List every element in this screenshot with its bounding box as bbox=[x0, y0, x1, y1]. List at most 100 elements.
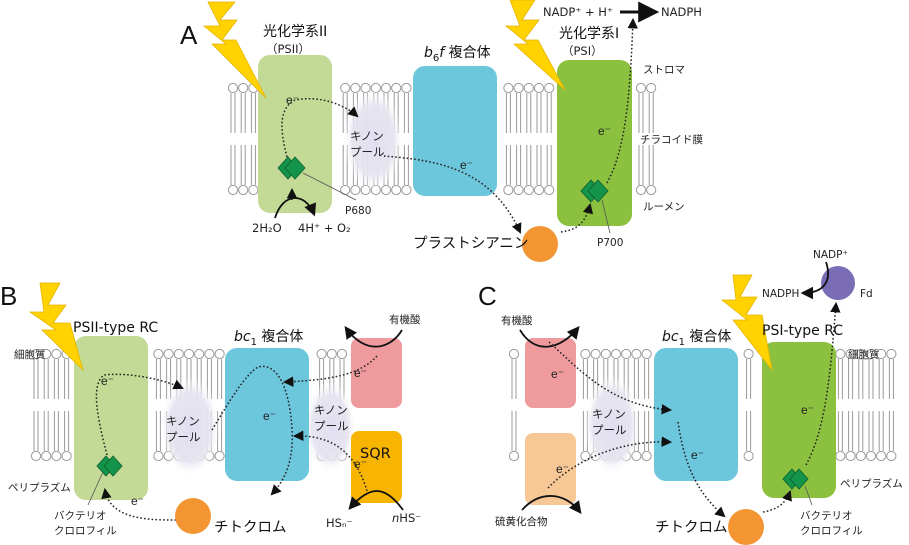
quinone-pool-label: プール bbox=[592, 423, 627, 437]
electron-label: e⁻ bbox=[354, 457, 367, 471]
nadp-reaction-label: NADP⁺ + H⁺ bbox=[543, 5, 613, 19]
psi-subtitle: （PSI） bbox=[562, 44, 603, 58]
p700-leader-line bbox=[601, 199, 611, 234]
electron-path bbox=[281, 97, 359, 169]
lipid bbox=[835, 348, 846, 462]
electron-path bbox=[95, 373, 184, 456]
sulfide-label: nHS⁻ bbox=[392, 511, 421, 525]
electron-label: e⁻ bbox=[556, 462, 569, 476]
p700-label: P700 bbox=[597, 237, 623, 249]
lipid bbox=[61, 348, 72, 462]
sulfur-compound-arrow bbox=[521, 495, 582, 515]
quinone-pool-label: プール bbox=[350, 145, 385, 159]
lightning-bolt-icon bbox=[202, 1, 267, 99]
p680-chlorophyll-icon bbox=[277, 156, 306, 180]
electron-path bbox=[548, 341, 673, 415]
organic-acid-enzyme bbox=[351, 338, 402, 408]
lipid bbox=[646, 82, 657, 196]
ferredoxin-label: Fd bbox=[860, 288, 873, 300]
electron-path bbox=[282, 355, 378, 387]
bacteriochlorophyll-icon bbox=[96, 455, 123, 477]
electron-path bbox=[101, 487, 177, 521]
bc1-complex bbox=[654, 348, 738, 481]
lipid bbox=[845, 348, 856, 462]
lightning-bolt-icon bbox=[504, 0, 566, 91]
psii-type-rc bbox=[74, 336, 148, 500]
sqr-label: SQR bbox=[360, 446, 391, 462]
stroma-label: ストロマ bbox=[643, 64, 685, 76]
cytochrome-label: チトクロム bbox=[655, 519, 728, 536]
psi-title: 光化学系I bbox=[559, 26, 619, 42]
nadp-label: NADP⁺ bbox=[813, 249, 848, 261]
quinone-pool bbox=[160, 377, 220, 477]
sulfide-oxidation-arrow bbox=[348, 490, 404, 511]
nadp-reduction-arrow bbox=[800, 261, 829, 300]
electron-path bbox=[560, 202, 594, 233]
organic-acid-arrow bbox=[519, 326, 580, 348]
panel-letter-c: C bbox=[478, 281, 497, 311]
electron-label: e⁻ bbox=[101, 374, 114, 388]
electron-path bbox=[805, 301, 841, 466]
electron-label: e⁻ bbox=[286, 93, 299, 107]
electron-label: e⁻ bbox=[263, 409, 276, 423]
lipid bbox=[544, 82, 555, 196]
psii-subtitle: （PSII） bbox=[266, 42, 310, 56]
quinone-pool-label: プール bbox=[314, 419, 349, 433]
electron-label: e⁻ bbox=[691, 448, 704, 462]
b6f-title: b6f 複合体 bbox=[424, 44, 491, 64]
plastocyanin-label: プラストシアニン bbox=[413, 235, 528, 252]
ferredoxin bbox=[821, 266, 855, 300]
electron-path bbox=[292, 430, 368, 492]
lightning-bolt-icon bbox=[720, 274, 773, 371]
cytoplasm-label: 細胞質 bbox=[848, 348, 880, 361]
quinone-pool bbox=[584, 375, 640, 475]
lipid bbox=[743, 348, 754, 462]
psi-type-rc bbox=[762, 342, 836, 498]
water-label: 2H₂O bbox=[252, 221, 282, 235]
quinone-pool-label: キノン bbox=[166, 414, 200, 428]
lipid bbox=[641, 348, 652, 462]
periplasm-label: ペリプラズム bbox=[8, 481, 71, 494]
bchl-leader-line bbox=[87, 471, 104, 506]
lipid bbox=[503, 82, 514, 196]
p680-leader-line bbox=[302, 172, 357, 201]
lipid bbox=[508, 348, 520, 462]
panel-a: A キノン プール 光化学系II （PSII） b6f 複合体 光化学系I （P… bbox=[180, 0, 703, 262]
lipid bbox=[876, 348, 887, 462]
bchl-label: クロロフィル bbox=[54, 525, 117, 537]
periplasm-label: ペリプラズム bbox=[840, 477, 903, 490]
lumen-label: ルーメン bbox=[643, 201, 685, 213]
bacteriochlorophyll-icon bbox=[782, 468, 809, 490]
lightning-bolt-icon bbox=[28, 282, 84, 372]
bc1-title: bc1 複合体 bbox=[234, 328, 303, 348]
cytochrome bbox=[175, 498, 211, 534]
thylakoid-membrane bbox=[227, 82, 657, 196]
lipid bbox=[523, 82, 534, 196]
electron-label: e⁻ bbox=[131, 494, 144, 508]
psi-type-rc-title: PSI-type RC bbox=[762, 323, 843, 339]
quinone-pool-label: キノン bbox=[314, 403, 348, 417]
bc1-title: bc1 複合体 bbox=[662, 328, 731, 348]
lipid bbox=[855, 348, 866, 462]
bchl-leader-line bbox=[804, 485, 813, 506]
sulfur-compound-enzyme bbox=[525, 433, 576, 505]
lipid bbox=[401, 82, 412, 196]
panel-letter-b: B bbox=[0, 281, 17, 311]
b6f-complex bbox=[413, 66, 497, 196]
lipid bbox=[238, 82, 249, 196]
lipid bbox=[865, 348, 877, 462]
panel-letter-a: A bbox=[180, 20, 198, 50]
p680-label: P680 bbox=[345, 205, 371, 217]
panel-b: B キノン プール キノン プール PSII-type RC bc1 複合体 細… bbox=[0, 281, 421, 537]
quinone-pool-label: プール bbox=[166, 430, 201, 444]
sqr-enzyme bbox=[351, 431, 402, 503]
nadph-label: NADPH bbox=[661, 5, 702, 19]
quinone-pool bbox=[304, 381, 356, 473]
cytoplasm-label: 細胞質 bbox=[14, 348, 46, 361]
lipid bbox=[227, 82, 239, 196]
electron-label: e⁻ bbox=[354, 366, 367, 380]
organic-acid-label: 有機酸 bbox=[389, 313, 421, 326]
lipid bbox=[248, 82, 259, 196]
psii-type-rc-title: PSII-type RC bbox=[73, 320, 158, 336]
sulfur-compound-label: 硫黄化合物 bbox=[495, 515, 548, 528]
